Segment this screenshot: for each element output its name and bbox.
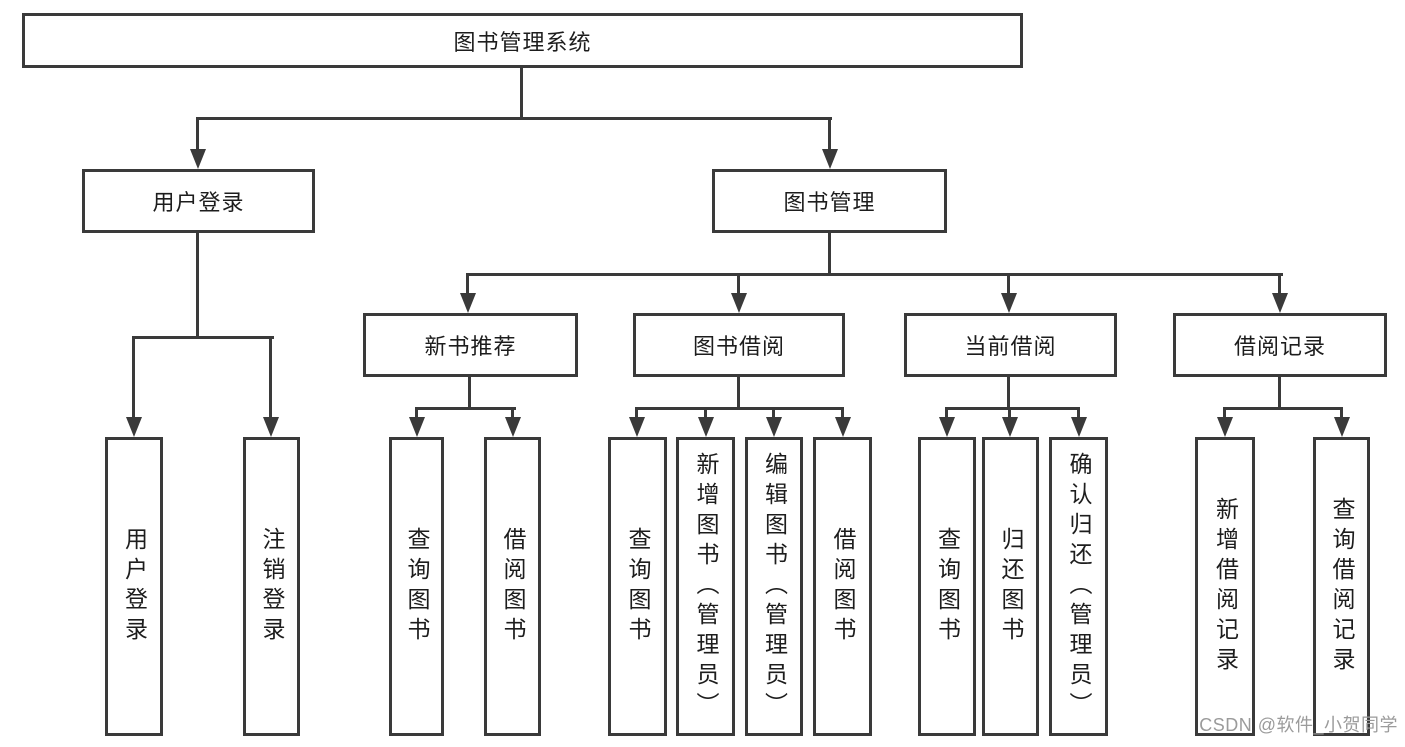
- node-current-borrow: 当前借阅: [904, 313, 1117, 377]
- arrow-down-icon: [1334, 417, 1350, 437]
- node-borrow-records: 借阅记录: [1173, 313, 1387, 377]
- connector-recommend-stem: [468, 377, 471, 410]
- leaf-logout: 注销登录: [243, 437, 300, 736]
- node-new-book-recommend: 新书推荐: [363, 313, 578, 377]
- connector-borrow-4: [841, 407, 844, 419]
- connector-records-left: [1223, 407, 1226, 419]
- connector-current-rail: [945, 407, 1080, 410]
- arrow-down-icon: [1001, 293, 1017, 313]
- connector-user-login-rail: [132, 336, 274, 339]
- arrow-down-icon: [1272, 293, 1288, 313]
- connector-borrow-stem: [737, 377, 740, 410]
- arrow-down-icon: [629, 417, 645, 437]
- node-user-login: 用户登录: [82, 169, 315, 233]
- connector-book-management-stem: [828, 233, 831, 276]
- connector-to-book-borrow: [737, 273, 740, 295]
- connector-to-user-login: [196, 117, 199, 151]
- arrow-down-icon: [263, 417, 279, 437]
- arrow-down-icon: [766, 417, 782, 437]
- arrow-down-icon: [409, 417, 425, 437]
- arrow-down-icon: [1071, 417, 1087, 437]
- leaf-records-query-record: 查询借阅记录: [1313, 437, 1370, 736]
- connector-current-1: [945, 407, 948, 419]
- connector-borrow-rail: [635, 407, 844, 410]
- leaf-current-return-books: 归还图书: [982, 437, 1039, 736]
- connector-root-rail: [196, 117, 832, 120]
- connector-to-new-book-recommend: [466, 273, 469, 295]
- connector-root-stem: [520, 68, 523, 118]
- leaf-borrow-borrow-books: 借阅图书: [813, 437, 872, 736]
- leaf-recommend-borrow-books: 借阅图书: [484, 437, 541, 736]
- connector-records-rail: [1223, 407, 1343, 410]
- leaf-current-query-books: 查询图书: [918, 437, 976, 736]
- connector-borrow-3: [772, 407, 775, 419]
- arrow-down-icon: [460, 293, 476, 313]
- connector-recommend-left: [415, 407, 418, 419]
- arrow-down-icon: [126, 417, 142, 437]
- leaf-borrow-add-books-admin: 新增图书（管理员）: [676, 437, 735, 736]
- connector-user-login-stem: [196, 233, 199, 338]
- arrow-down-icon: [190, 149, 206, 169]
- arrow-down-icon: [835, 417, 851, 437]
- connector-to-leaf-logout: [269, 336, 272, 419]
- arrow-down-icon: [698, 417, 714, 437]
- arrow-down-icon: [1002, 417, 1018, 437]
- connector-recommend-right: [511, 407, 514, 419]
- leaf-borrow-edit-books-admin: 编辑图书（管理员）: [745, 437, 803, 736]
- node-book-borrow: 图书借阅: [633, 313, 845, 377]
- node-book-management: 图书管理: [712, 169, 947, 233]
- connector-borrow-1: [635, 407, 638, 419]
- arrow-down-icon: [505, 417, 521, 437]
- connector-current-2: [1008, 407, 1011, 419]
- arrow-down-icon: [1217, 417, 1233, 437]
- leaf-recommend-query-books: 查询图书: [389, 437, 444, 736]
- connector-to-borrow-records: [1278, 273, 1281, 295]
- connector-current-stem: [1007, 377, 1010, 410]
- leaf-current-confirm-return-admin: 确认归还（管理员）: [1049, 437, 1108, 736]
- connector-recommend-rail: [415, 407, 516, 410]
- leaf-borrow-query-books: 查询图书: [608, 437, 667, 736]
- arrow-down-icon: [822, 149, 838, 169]
- connector-to-book-management: [828, 117, 831, 151]
- connector-records-right: [1340, 407, 1343, 419]
- node-library-system: 图书管理系统: [22, 13, 1023, 68]
- watermark: CSDN @软件_小贺同学: [1199, 715, 1398, 735]
- arrow-down-icon: [731, 293, 747, 313]
- leaf-records-add-record: 新增借阅记录: [1195, 437, 1255, 736]
- connector-borrow-2: [704, 407, 707, 419]
- connector-to-leaf-user-login: [132, 336, 135, 419]
- leaf-user-login: 用户登录: [105, 437, 163, 736]
- arrow-down-icon: [939, 417, 955, 437]
- connector-records-stem: [1278, 377, 1281, 410]
- connector-book-management-rail: [466, 273, 1283, 276]
- connector-current-3: [1077, 407, 1080, 419]
- connector-to-current-borrow: [1007, 273, 1010, 295]
